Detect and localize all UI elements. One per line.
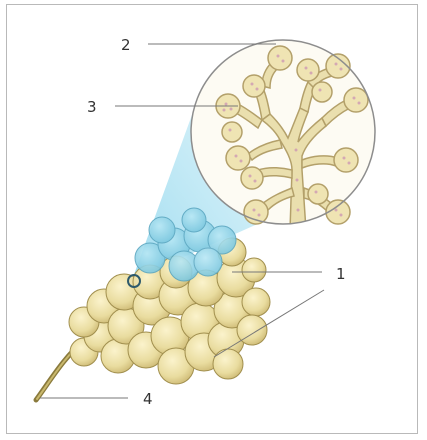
- label-3: 3: [87, 98, 97, 116]
- label-4: 4: [143, 390, 153, 408]
- label-1: 1: [336, 265, 346, 283]
- label-2: 2: [121, 36, 131, 54]
- gland-lobules: [69, 238, 270, 384]
